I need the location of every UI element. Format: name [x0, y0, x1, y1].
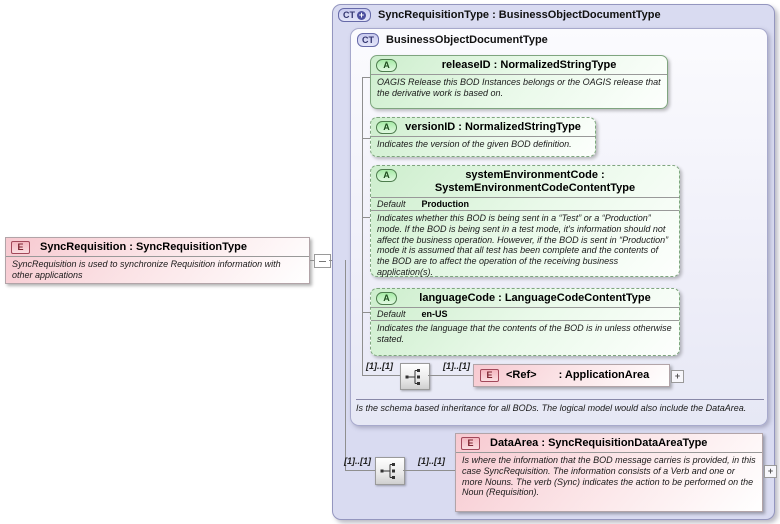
connector-line [345, 470, 375, 471]
connector-line [362, 77, 370, 78]
attribute-badge-icon: A [376, 59, 397, 72]
element-badge-icon: E [461, 437, 480, 450]
attribute-default-row: Default Production [371, 198, 679, 210]
sequence-glyph [380, 463, 395, 479]
attribute-title: A systemEnvironmentCode : SystemEnvironm… [371, 166, 679, 197]
ref-element-box[interactable]: E <Ref> : ApplicationArea [473, 364, 670, 387]
divider [6, 256, 309, 257]
type-container-header: CT + SyncRequisitionType : BusinessObjec… [338, 8, 661, 22]
plus-icon: + [357, 9, 366, 20]
dataarea-element-box[interactable]: E DataArea : SyncRequisitionDataAreaType… [455, 433, 763, 512]
collapse-toggle[interactable] [314, 254, 331, 268]
attribute-default-row: Default en-US [371, 308, 679, 320]
expand-dataarea-button[interactable]: + [764, 465, 777, 478]
divider [371, 307, 679, 308]
ref-element-title: E <Ref> : ApplicationArea [474, 365, 669, 384]
default-label: Default [377, 199, 406, 209]
attribute-title: A releaseID : NormalizedStringType [371, 56, 667, 74]
attribute-description: Indicates the language that the contents… [377, 323, 672, 344]
sequence-compositor-icon[interactable] [400, 363, 430, 390]
attribute-description: OAGIS Release this BOD Instances belongs… [377, 77, 661, 98]
minus-icon [319, 260, 326, 262]
cardinality-label: [1]..[1] [366, 361, 393, 371]
divider [371, 74, 667, 75]
ref-element-type: : ApplicationArea [558, 369, 650, 381]
attribute-description: Indicates the version of the given BOD d… [377, 139, 572, 149]
complex-type-badge-icon: CT [357, 33, 379, 47]
sequence-glyph [405, 368, 420, 385]
attribute-languageCode-box[interactable]: A languageCode : LanguageCodeContentType… [370, 288, 680, 356]
divider [371, 136, 595, 137]
complex-type-derived-badge-icon: CT + [338, 8, 371, 22]
attribute-description: Indicates whether this BOD is being sent… [377, 213, 669, 277]
element-badge-icon: E [480, 369, 499, 382]
connector-line [310, 260, 314, 261]
attribute-badge-icon: A [376, 121, 397, 134]
attribute-title: A versionID : NormalizedStringType [371, 118, 595, 136]
root-element-title: E SyncRequisition : SyncRequisitionType [6, 238, 309, 256]
expand-ref-button[interactable]: + [671, 370, 684, 383]
attribute-badge-icon: A [376, 292, 397, 305]
attribute-title: A languageCode : LanguageCodeContentType [371, 289, 679, 307]
base-type-header: CT BusinessObjectDocumentType [357, 33, 548, 47]
element-badge-icon: E [11, 241, 30, 254]
connector-line [362, 217, 370, 218]
connector-trunk [362, 77, 363, 376]
attribute-versionID-box[interactable]: A versionID : NormalizedStringType Indic… [370, 117, 596, 157]
cardinality-label: [1]..[1] [443, 361, 470, 371]
divider [371, 320, 679, 321]
connector-line [403, 470, 455, 471]
dataarea-description: Is where the information that the BOD me… [462, 455, 756, 498]
connector-line [345, 260, 346, 471]
root-element-description: SyncRequisition is used to synchronize R… [12, 259, 281, 280]
connector-line [362, 375, 400, 376]
dataarea-title: E DataArea : SyncRequisitionDataAreaType [456, 434, 762, 452]
sequence-compositor-icon[interactable] [375, 457, 405, 485]
divider [371, 197, 679, 198]
cardinality-label: [1]..[1] [418, 456, 445, 466]
ref-element-name: <Ref> [506, 369, 537, 381]
root-element-box[interactable]: E SyncRequisition : SyncRequisitionType … [5, 237, 310, 284]
attribute-releaseID-box[interactable]: A releaseID : NormalizedStringType OAGIS… [370, 55, 668, 109]
cardinality-label: [1]..[1] [344, 456, 371, 466]
base-type-footer-note: Is the schema based inheritance for all … [356, 403, 747, 413]
connector-line [428, 375, 473, 376]
type-container-title: SyncRequisitionType : BusinessObjectDocu… [378, 9, 661, 21]
default-label: Default [377, 309, 406, 319]
divider [371, 210, 679, 211]
divider [356, 399, 764, 400]
attribute-systemEnvironmentCode-box[interactable]: A systemEnvironmentCode : SystemEnvironm… [370, 165, 680, 277]
divider [456, 452, 762, 453]
default-value: Production [421, 199, 470, 209]
connector-line [362, 312, 370, 313]
base-type-title: BusinessObjectDocumentType [386, 34, 548, 46]
connector-line [362, 138, 370, 139]
attribute-badge-icon: A [376, 169, 397, 182]
default-value: en-US [421, 309, 448, 319]
